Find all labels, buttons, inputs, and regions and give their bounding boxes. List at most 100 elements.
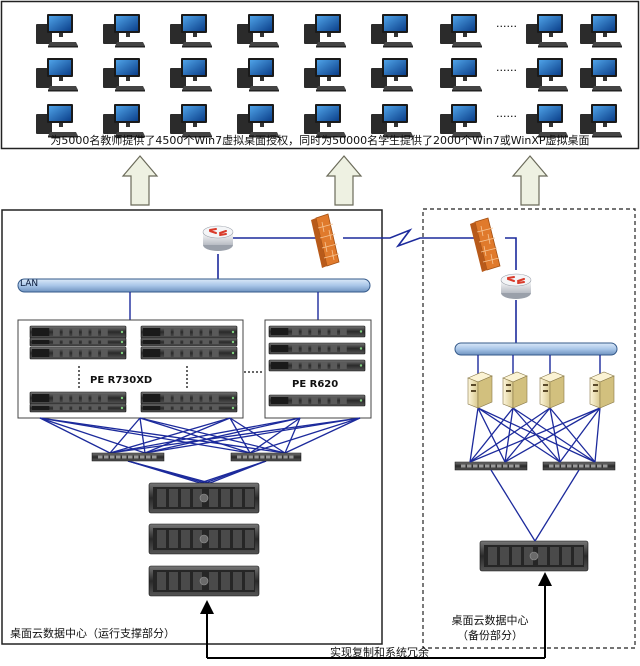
backup-switch-mesh [469,407,601,542]
mesh-link [469,407,551,463]
mesh-link [39,417,286,454]
ellipsis-text: ······ [496,64,517,77]
computer-icon [36,14,78,48]
switch-icon [542,461,616,471]
lan-drops [129,292,601,376]
computer-icon [304,104,346,138]
computer-icon [580,104,622,138]
pe-r730xd-label: PE R730XD [90,375,153,386]
replication-arrowhead-right [538,572,552,586]
mesh-link [594,407,601,463]
up-arrow [511,155,549,206]
computer-icon [36,58,78,92]
mesh-link [549,407,596,463]
firewall-icon-main [311,213,340,268]
mesh-link [284,417,301,454]
firewall-icon-backup [470,217,501,272]
switch-icon [230,452,302,462]
computer-icon [526,14,568,48]
tower-server-icon [539,371,565,409]
computer-icon [371,58,413,92]
rack-server-icon [140,346,238,360]
wan-links [217,228,517,345]
mesh-link [139,417,286,454]
rack-server-icon [29,337,127,347]
tower-server-icon [502,371,528,409]
computer-icon [440,104,482,138]
mesh-link [559,407,601,463]
mesh-link [144,417,301,454]
datacenter-main-label: 桌面云数据中心（运行支撑部分） [10,627,175,640]
mesh-link [469,407,479,463]
up-arrow [121,155,159,206]
mesh-link [144,417,231,454]
datacenter-backup-sublabel: （备份部分） [457,629,523,642]
mesh-link [39,417,146,454]
computer-icon [170,58,212,92]
switch-icon [91,452,165,462]
replication-arrowhead-left [200,600,214,614]
mesh-link [139,417,251,454]
computer-icon [304,14,346,48]
computer-icon [440,58,482,92]
computer-icon [237,58,279,92]
computer-icon [170,14,212,48]
main-switch-mesh [39,417,361,484]
rack-server-icon [268,359,366,372]
rack-server-icon [29,403,127,413]
mesh-link [144,417,361,454]
client-ellipsis: ·················· [496,20,517,123]
mesh-link [469,407,514,463]
rack-server-icon [140,403,238,413]
storage-arrays [148,482,589,597]
mesh-link [512,407,596,463]
rack-servers [29,325,366,413]
mesh-link [229,417,286,454]
switches [91,452,616,471]
computer-icon [103,58,145,92]
mesh-link [534,469,580,542]
mesh-link [249,417,361,454]
rack-server-icon [140,391,238,405]
mesh-link [109,417,301,454]
rack-server-icon [140,325,238,339]
mesh-link [39,417,111,454]
mesh-link [249,417,301,454]
tower-server-icon [589,371,615,409]
computer-icon [237,104,279,138]
lan-label: LAN [20,279,39,289]
computer-icon [170,104,212,138]
computer-icon [103,14,145,48]
computer-icon [580,58,622,92]
pe-r620-label: PE R620 [292,379,339,390]
ellipsis-text: ······ [496,20,517,33]
rack-server-icon [29,346,127,360]
computer-icon [103,104,145,138]
router-icon-backup [500,273,532,299]
client-computers [36,14,622,138]
tower-server-icon [467,371,493,409]
router-icon-main [202,225,234,251]
top-caption: 为5000名教师提供了4500个Win7虚拟桌面授权，同时为50000名学生提供… [50,134,590,147]
mesh-link [209,460,267,484]
storage-array-icon [479,540,589,572]
mesh-link [39,417,251,454]
rack-server-icon [268,394,366,407]
up-arrow [325,155,363,206]
mesh-link [477,407,561,463]
mesh-link [549,407,561,463]
mesh-link [127,460,211,484]
computer-icon [304,58,346,92]
computer-icon [36,104,78,138]
upward-arrows [121,155,549,206]
computer-icon [526,104,568,138]
backup-lan-bar [454,342,618,356]
datacenter-backup-frame [422,208,636,649]
mesh-link [229,417,251,454]
datacenter-backup-label: 桌面云数据中心 [451,614,529,627]
computer-icon [580,14,622,48]
datacenter-main-frame [1,209,383,645]
rack-server-icon [140,337,238,347]
mesh-link [109,417,231,454]
